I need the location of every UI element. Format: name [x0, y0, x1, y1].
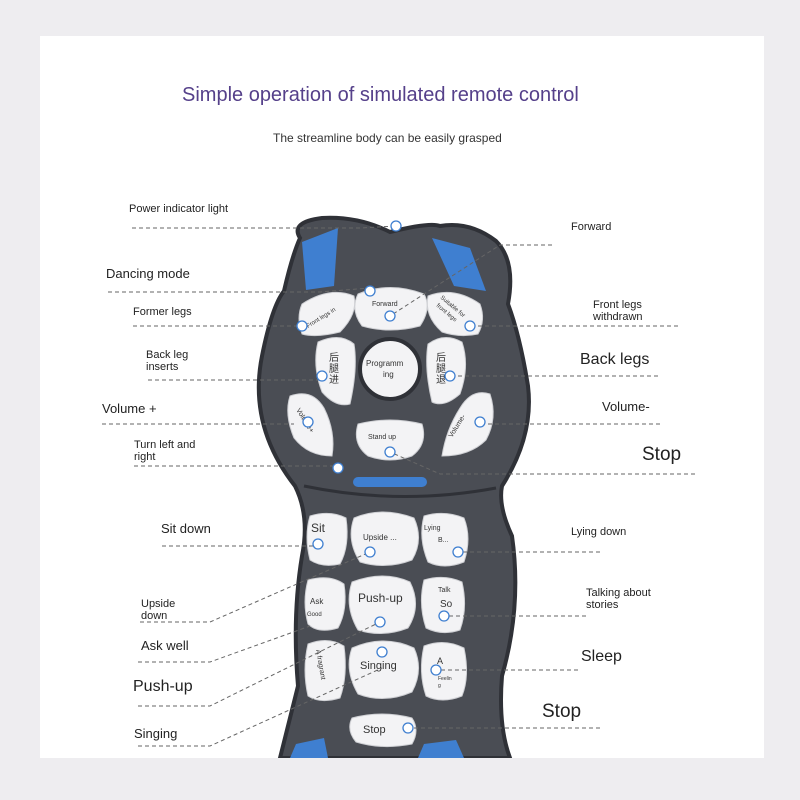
singing-label: Singing: [360, 660, 397, 672]
ask-good-button[interactable]: [304, 577, 346, 631]
stop-button[interactable]: [349, 713, 417, 748]
upside-down-marker: [364, 546, 376, 558]
back-advance-char3: 进: [329, 374, 339, 386]
page-subtitle: The streamline body can be easily graspe…: [273, 131, 502, 145]
feel-label-d: g: [438, 683, 441, 689]
back-legs-retreat-button[interactable]: [426, 337, 466, 405]
back-legs-marker: [444, 370, 456, 382]
callout-sleep: Sleep: [581, 648, 622, 665]
sit-marker: [312, 538, 324, 550]
callout-back-leg-inserts: Back leg inserts: [146, 349, 189, 373]
callout-stop-bottom: Stop: [542, 701, 582, 722]
talk-label: Talk: [438, 587, 451, 594]
programming-button[interactable]: [358, 337, 422, 401]
talking-marker: [438, 610, 450, 622]
sleep-marker: [430, 664, 442, 676]
feel-label-a: A: [437, 656, 443, 666]
fragrant-button[interactable]: [304, 640, 346, 702]
callout-front-legs-withdrawn: Front legs withdrawn: [593, 299, 643, 323]
ask-label: Ask: [310, 597, 324, 606]
volume-plus-marker: [302, 416, 314, 428]
back-advance-char2: 腿: [329, 363, 339, 375]
callout-sit-down: Sit down: [161, 521, 211, 536]
programming-label-line2: ing: [383, 370, 394, 379]
callout-push-up: Push-up: [133, 678, 193, 695]
feeling-button[interactable]: [420, 642, 468, 701]
page-title: Simple operation of simulated remote con…: [182, 84, 579, 106]
front-legs-withdrawn-marker: [464, 320, 476, 332]
forward-button[interactable]: [354, 287, 428, 331]
push-up-label: Push-up: [358, 591, 403, 605]
callout-stop-top: Stop: [642, 444, 682, 465]
callout-ask-well: Ask well: [141, 638, 189, 653]
volume-minus-marker: [474, 416, 486, 428]
so-label: So: [440, 599, 453, 610]
product-panel: Simple operation of simulated remote con…: [40, 36, 764, 758]
back-leg-inserts-marker: [316, 370, 328, 382]
callout-dancing-mode: Dancing mode: [106, 266, 190, 281]
lying-label-line1: Lying: [424, 525, 441, 532]
singing-button[interactable]: [348, 640, 419, 699]
right-light-strip: [432, 238, 486, 291]
former-legs-marker: [296, 320, 308, 332]
stand-up-button[interactable]: [355, 419, 425, 461]
stand-up-marker: [384, 446, 396, 458]
back-retreat-char1: 后: [436, 352, 446, 364]
back-retreat-char3: 退: [436, 374, 446, 386]
feel-label-c: Feelin: [438, 676, 452, 682]
callout-singing: Singing: [134, 726, 178, 741]
turn-marker: [332, 462, 344, 474]
good-label: Good: [307, 612, 322, 618]
volume-minus-button[interactable]: [441, 392, 494, 457]
sit-button[interactable]: [306, 512, 348, 566]
forward-marker: [384, 310, 396, 322]
upside-label: Upside ...: [363, 533, 397, 542]
callout-forward: Forward: [571, 221, 612, 233]
bottom-left-accent: [290, 738, 328, 758]
dancing-mode-marker: [364, 285, 376, 297]
remote-rim: [303, 484, 497, 498]
remote-illustration: Forward Programm ing Front legs in Suita…: [102, 215, 695, 758]
callout-volume-minus: Volume-: [602, 399, 650, 414]
forward-button-label: Forward: [372, 301, 398, 308]
bottom-right-accent: [418, 740, 464, 758]
callout-former-legs: Former legs: [133, 306, 192, 318]
stop-marker: [402, 722, 414, 734]
push-up-marker: [374, 616, 386, 628]
power-indicator-marker: [390, 220, 402, 232]
callout-lines: [102, 225, 695, 747]
callout-talking-stories: Talking about stories: [586, 587, 651, 611]
lying-down-marker: [452, 546, 464, 558]
sit-label: Sit: [311, 521, 326, 535]
left-light-strip: [302, 228, 338, 290]
singing-marker: [376, 646, 388, 658]
stand-up-label: Stand up: [368, 434, 396, 441]
back-advance-char1: 后: [329, 352, 339, 364]
callout-lying-down: Lying down: [571, 526, 627, 538]
stop-label: Stop: [363, 724, 386, 736]
callout-upside-down: Upside down: [141, 598, 176, 622]
programming-label-line1: Programm: [366, 359, 404, 368]
callout-back-legs: Back legs: [580, 351, 650, 368]
callout-volume-plus: Volume +: [102, 401, 157, 416]
talk-story-button[interactable]: [420, 576, 466, 634]
turn-light-bar: [353, 477, 427, 487]
callout-turn: Turn left and right: [134, 439, 196, 463]
push-up-button[interactable]: [348, 575, 416, 634]
callout-power-indicator: Power indicator light: [129, 203, 229, 215]
back-retreat-char2: 腿: [436, 363, 446, 375]
lying-label-line2: B...: [438, 537, 449, 544]
